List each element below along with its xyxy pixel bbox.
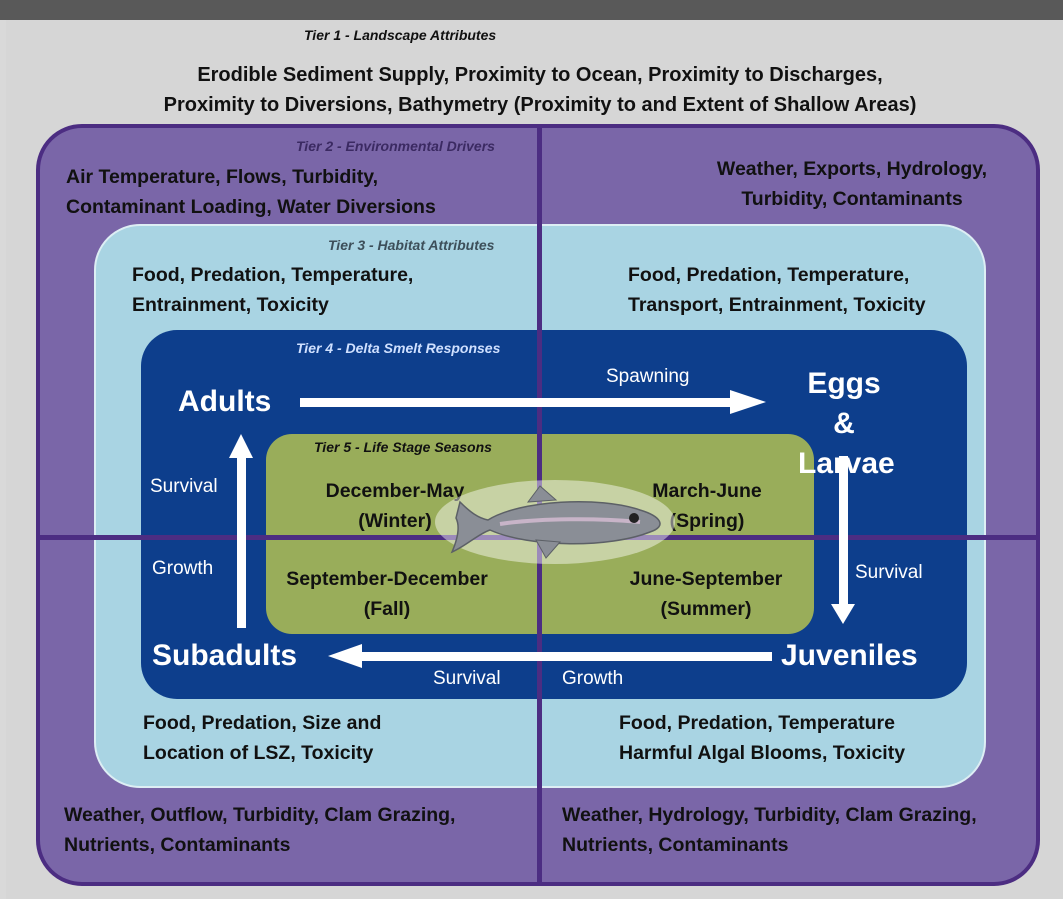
- arrow-spawning-head: [730, 390, 766, 414]
- stage-eggs-larvae: Eggs & Larvae: [798, 367, 895, 480]
- tier3-top-right: Food, Predation, Temperature, Transport,…: [628, 264, 926, 316]
- stage-subadults: Subadults: [152, 639, 298, 672]
- tier1-attributes: Erodible Sediment Supply, Proximity to O…: [163, 64, 917, 116]
- delta-smelt-fish-icon: [435, 480, 675, 564]
- tier2-bottom-right: Weather, Hydrology, Turbidity, Clam Graz…: [562, 804, 977, 856]
- process-survival-right: Survival: [855, 562, 923, 583]
- tier2-bottom-left: Weather, Outflow, Turbidity, Clam Grazin…: [64, 804, 456, 856]
- tier3-bottom-left: Food, Predation, Size and Location of LS…: [143, 712, 382, 764]
- stage-juveniles: Juveniles: [781, 639, 918, 672]
- arrow-to-subadults: [358, 652, 772, 661]
- season-summer: June-September (Summer): [629, 568, 783, 620]
- season-winter: December-May (Winter): [325, 480, 465, 532]
- process-growth-left: Growth: [152, 558, 214, 579]
- tier2-top-left: Air Temperature, Flows, Turbidity, Conta…: [66, 166, 436, 218]
- process-growth-bottom: Growth: [562, 668, 624, 689]
- arrow-to-adults: [237, 454, 246, 628]
- process-survival-bottom: Survival: [433, 668, 501, 689]
- top-bar: [0, 0, 1063, 20]
- arrow-survival-down: [839, 456, 848, 608]
- tier4-label: Tier 4 - Delta Smelt Responses: [296, 340, 501, 356]
- season-fall: September-December (Fall): [286, 568, 488, 620]
- process-spawning: Spawning: [606, 366, 690, 387]
- tier3-label: Tier 3 - Habitat Attributes: [328, 237, 495, 253]
- tier3-bottom-right: Food, Predation, Temperature Harmful Alg…: [619, 712, 906, 764]
- arrow-to-subadults-head: [328, 644, 362, 668]
- arrow-spawning: [300, 398, 734, 407]
- stage-adults: Adults: [178, 385, 272, 418]
- process-survival-left: Survival: [150, 476, 218, 497]
- arrow-survival-down-head: [831, 604, 855, 624]
- tier1-label: Tier 1 - Landscape Attributes: [304, 27, 497, 43]
- season-spring: March-June (Spring): [652, 480, 762, 532]
- arrow-to-adults-head: [229, 434, 253, 458]
- tier2-top-right: Weather, Exports, Hydrology, Turbidity, …: [716, 158, 988, 210]
- tier5-label: Tier 5 - Life Stage Seasons: [314, 439, 492, 455]
- tier3-top-left: Food, Predation, Temperature, Entrainmen…: [132, 264, 414, 316]
- tier2-label: Tier 2 - Environmental Drivers: [296, 138, 495, 154]
